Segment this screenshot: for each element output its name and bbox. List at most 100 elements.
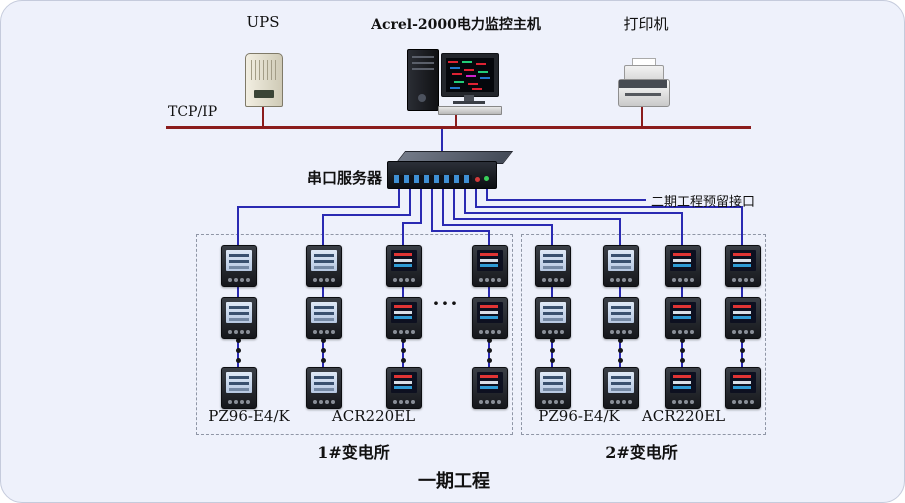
meter-screen bbox=[670, 372, 696, 393]
power-meter-icon bbox=[603, 367, 639, 409]
station-label: 2#变电所 bbox=[605, 443, 678, 462]
wire-stub bbox=[464, 187, 466, 214]
power-meter-icon bbox=[725, 297, 761, 339]
vertical-ellipsis-icon bbox=[401, 338, 406, 343]
host-tower-icon bbox=[407, 49, 439, 111]
horizontal-ellipsis: ··· bbox=[432, 291, 460, 315]
wire-horizontal bbox=[453, 218, 621, 220]
wire-horizontal bbox=[431, 230, 490, 232]
power-meter-icon bbox=[306, 367, 342, 409]
meter-screen bbox=[670, 250, 696, 271]
meter-type-label: ACR220EL bbox=[641, 407, 726, 425]
vertical-ellipsis-icon bbox=[321, 338, 326, 343]
meter-screen bbox=[311, 372, 337, 393]
power-meter-icon bbox=[535, 297, 571, 339]
power-meter-icon bbox=[725, 245, 761, 287]
meter-type-label: PZ96-E4/K bbox=[538, 407, 620, 425]
wire-stub bbox=[398, 187, 400, 208]
ups-label: UPS bbox=[246, 13, 280, 31]
power-meter-icon bbox=[306, 297, 342, 339]
meter-screen bbox=[540, 302, 566, 323]
power-meter-icon bbox=[472, 367, 508, 409]
meter-screen bbox=[540, 372, 566, 393]
tcpip-label: TCP/IP bbox=[168, 104, 218, 120]
power-meter-icon bbox=[221, 297, 257, 339]
meter-screen bbox=[477, 372, 503, 393]
meter-screen bbox=[391, 372, 417, 393]
meter-screen bbox=[730, 250, 756, 271]
meter-type-label: PZ96-E4/K bbox=[208, 407, 290, 425]
power-meter-icon bbox=[386, 245, 422, 287]
substation-2-box bbox=[521, 234, 766, 435]
printer-output-slot bbox=[625, 93, 661, 96]
power-meter-icon bbox=[386, 367, 422, 409]
wire-host-drop bbox=[455, 113, 457, 126]
power-meter-icon bbox=[472, 245, 508, 287]
power-meter-icon bbox=[386, 297, 422, 339]
meter-screen bbox=[730, 302, 756, 323]
wire-stub bbox=[431, 187, 433, 232]
vertical-ellipsis-icon bbox=[680, 338, 685, 343]
wire-horizontal bbox=[322, 214, 411, 216]
wire-horizontal bbox=[402, 222, 422, 224]
wire-horizontal bbox=[464, 212, 683, 214]
wire-stub bbox=[442, 187, 444, 226]
meter-screen bbox=[670, 302, 696, 323]
wire-stub bbox=[420, 187, 422, 224]
power-meter-icon bbox=[725, 367, 761, 409]
meter-screen bbox=[391, 302, 417, 323]
tcpip-bus-line bbox=[166, 126, 751, 129]
power-meter-icon bbox=[221, 367, 257, 409]
vertical-ellipsis-icon bbox=[487, 338, 492, 343]
power-meter-icon bbox=[603, 297, 639, 339]
meter-screen bbox=[477, 302, 503, 323]
host-monitor-icon bbox=[441, 53, 499, 97]
host-label: Acrel-2000电力监控主机 bbox=[371, 17, 541, 33]
vertical-ellipsis-icon bbox=[550, 338, 555, 343]
station-label: 1#变电所 bbox=[317, 443, 390, 462]
power-meter-icon bbox=[221, 245, 257, 287]
monitor-base bbox=[453, 101, 485, 104]
vertical-ellipsis-icon bbox=[236, 338, 241, 343]
meter-screen bbox=[608, 302, 634, 323]
wire-reserved bbox=[486, 199, 646, 201]
power-meter-icon bbox=[665, 297, 701, 339]
wire-stub bbox=[475, 187, 477, 208]
wire-ups-drop bbox=[262, 104, 264, 126]
wire-stub bbox=[453, 187, 455, 220]
wire-stub bbox=[409, 187, 411, 216]
monitor-stand bbox=[464, 95, 474, 102]
wire-printer-drop bbox=[641, 106, 643, 126]
power-meter-icon bbox=[665, 367, 701, 409]
meter-screen bbox=[311, 250, 337, 271]
wire-server-uplink bbox=[441, 129, 443, 154]
power-meter-icon bbox=[472, 297, 508, 339]
power-meter-icon bbox=[535, 245, 571, 287]
meter-screen bbox=[608, 372, 634, 393]
wire-horizontal bbox=[442, 224, 553, 226]
meter-screen bbox=[226, 372, 252, 393]
vertical-ellipsis-icon bbox=[740, 338, 745, 343]
printer-label: 打印机 bbox=[623, 15, 669, 33]
power-meter-icon bbox=[306, 245, 342, 287]
reserved-interface-label: 二期工程预留接口 bbox=[651, 195, 756, 210]
substation-1-box bbox=[196, 234, 513, 435]
wire-stub-reserved bbox=[486, 187, 488, 201]
meter-screen bbox=[226, 250, 252, 271]
meter-screen bbox=[540, 250, 566, 271]
wire-horizontal bbox=[475, 206, 743, 208]
power-meter-icon bbox=[603, 245, 639, 287]
power-meter-icon bbox=[535, 367, 571, 409]
wire-horizontal bbox=[237, 206, 400, 208]
meter-screen bbox=[477, 250, 503, 271]
phase-label: 一期工程 bbox=[418, 471, 490, 492]
meter-screen bbox=[730, 372, 756, 393]
meter-screen bbox=[608, 250, 634, 271]
serial-server-label: 串口服务器 bbox=[306, 169, 382, 187]
meter-screen bbox=[391, 250, 417, 271]
ups-icon bbox=[245, 53, 283, 107]
keyboard-icon bbox=[438, 106, 502, 115]
serial-server-icon bbox=[387, 161, 497, 189]
printer-band bbox=[619, 80, 667, 88]
